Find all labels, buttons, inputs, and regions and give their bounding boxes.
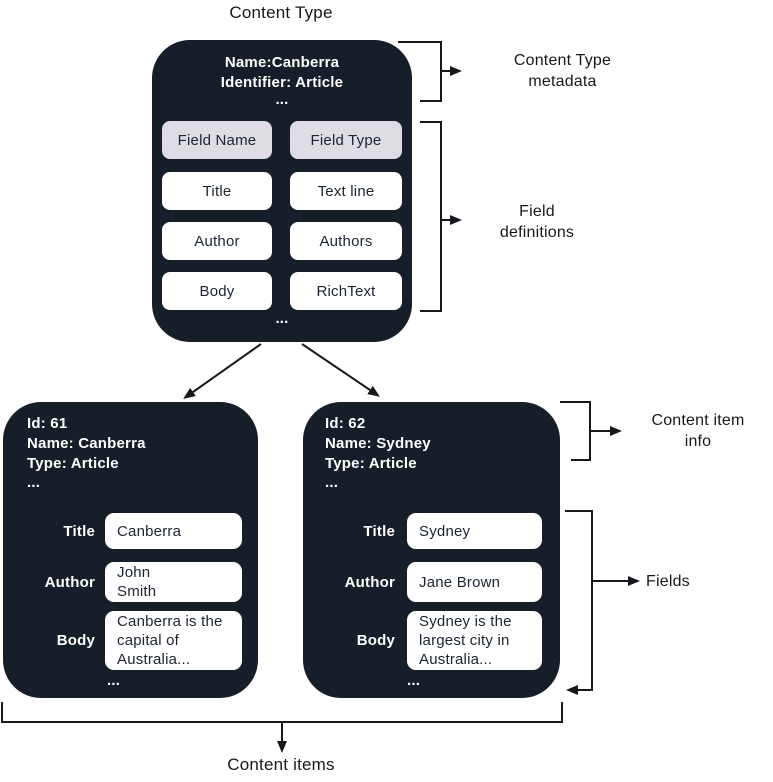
annotation-content-type-metadata: Content Type metadata (470, 50, 655, 92)
bracket-field-definitions (420, 121, 442, 312)
field-list-ellipsis: ... (275, 310, 289, 327)
content-type-metadata-block: Name:Canberra Identifier: Article ... (152, 53, 412, 107)
item-type: Type: Article (27, 455, 119, 472)
item-info-ellipsis: ... (325, 474, 339, 491)
item-id: Id: 62 (325, 415, 366, 432)
field-type-chip-authors: Authors (290, 222, 402, 260)
field-type-chip-richtext: RichText (290, 272, 402, 310)
field-value-author: Jane Brown (407, 562, 542, 602)
field-name-chip-author: Author (162, 222, 272, 260)
item-info-block: Id: 61 Name: Canberra Type: Article ... (27, 414, 146, 492)
value-line: Australia... (117, 651, 191, 668)
item-type: Type: Article (325, 455, 417, 472)
content-type-name: Name:Canberra (224, 54, 340, 71)
value-line: Sydney (419, 522, 471, 540)
arrow-to-item-sydney (301, 343, 380, 397)
annotation-field-definitions: Field definitions (462, 201, 612, 243)
field-label-body: Body (56, 632, 95, 649)
field-name-header-chip: Field Name (162, 121, 272, 159)
value-line: capital of (117, 632, 180, 649)
field-value-author: John Smith (105, 562, 242, 602)
field-label-author: Author (344, 573, 395, 591)
field-name-chip-body: Body (162, 272, 272, 310)
field-label-body: Body (356, 632, 395, 649)
content-item-box-canberra: Id: 61 Name: Canberra Type: Article ... … (3, 402, 258, 698)
item-info-block: Id: 62 Name: Sydney Type: Article ... (325, 414, 431, 492)
value-line: largest city in (419, 632, 510, 649)
field-label-title: Title (363, 522, 395, 540)
annotation-line: metadata (528, 73, 597, 90)
field-type-chip-textline: Text line (290, 172, 402, 210)
value-line: Canberra (117, 522, 182, 540)
value-line: Australia... (419, 651, 493, 668)
value-line: Smith (117, 583, 157, 600)
annotation-line: Field (519, 203, 555, 220)
field-type-header-chip: Field Type (290, 121, 402, 159)
bracket-content-items (1, 702, 563, 723)
annotation-line: Content item (651, 412, 745, 429)
page-title: Content Type (229, 3, 333, 22)
content-item-box-sydney: Id: 62 Name: Sydney Type: Article ... Ti… (303, 402, 560, 698)
value-line: Jane Brown (419, 573, 501, 591)
annotation-line: Content Type (513, 52, 612, 69)
annotation-fields: Fields (646, 573, 690, 590)
field-value-title: Canberra (105, 513, 242, 549)
item-name: Name: Sydney (325, 435, 431, 452)
annotation-line: definitions (499, 224, 575, 241)
arrow-to-item-canberra (183, 343, 262, 399)
value-line: Canberra is the (117, 613, 223, 630)
field-value-body: Sydney is the largest city in Australia.… (407, 611, 542, 670)
field-label-author: Author (44, 573, 95, 591)
item-id: Id: 61 (27, 415, 68, 432)
annotation-content-items: Content items (227, 755, 335, 774)
field-label-title: Title (63, 522, 95, 540)
field-value-body: Canberra is the capital of Australia... (105, 611, 242, 670)
field-value-title: Sydney (407, 513, 542, 549)
annotation-content-item-info: Content item info (628, 410, 768, 452)
bracket-content-item-info (560, 401, 591, 461)
field-name-chip-title: Title (162, 172, 272, 210)
value-line: Sydney is the (419, 613, 512, 630)
bracket-fields (565, 510, 593, 695)
item-name: Name: Canberra (27, 435, 146, 452)
content-type-identifier: Identifier: Article (220, 74, 344, 91)
annotation-line: info (684, 433, 712, 450)
metadata-ellipsis: ... (275, 91, 289, 108)
item-info-ellipsis: ... (27, 474, 41, 491)
item-fields-ellipsis: ... (407, 672, 421, 689)
item-fields-ellipsis: ... (107, 672, 121, 689)
content-type-box: Name:Canberra Identifier: Article ... Fi… (152, 40, 412, 342)
value-line: John (117, 564, 151, 581)
